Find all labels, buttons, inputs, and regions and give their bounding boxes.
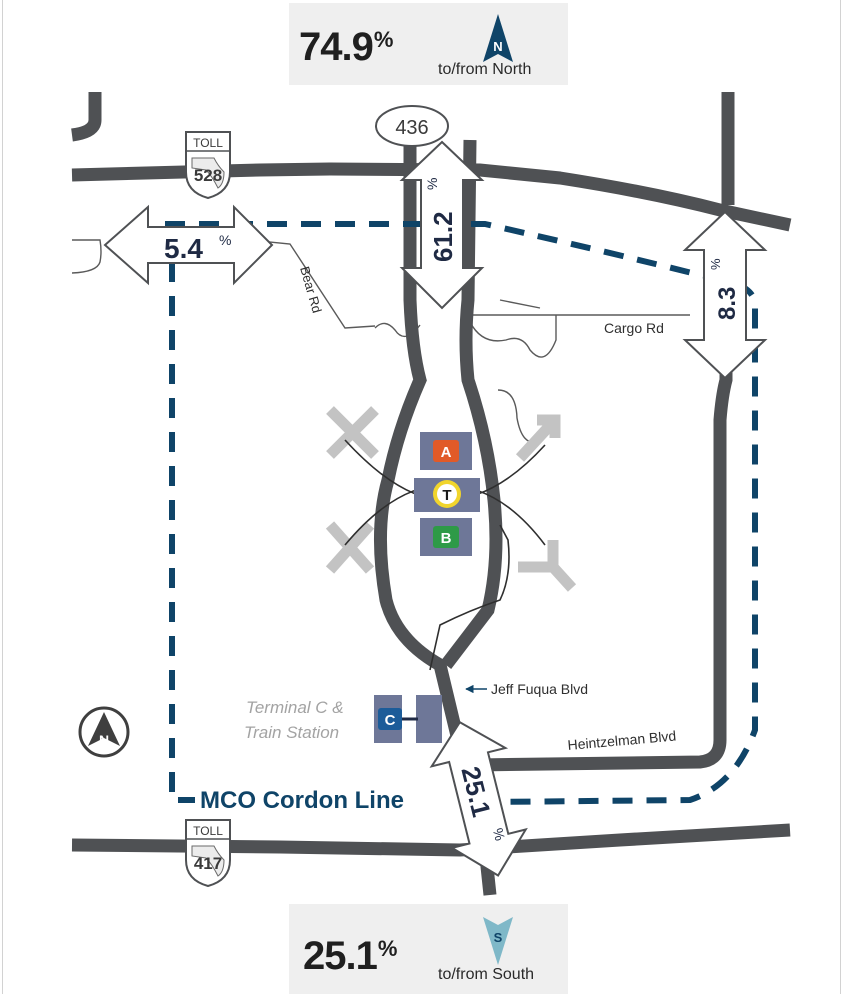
sr436-west-branch (374, 135, 465, 742)
flow-arrow-west: 5.4 % (103, 204, 274, 286)
sr417-number: 417 (194, 854, 222, 873)
runway-sw (325, 521, 375, 574)
heintzelman-label: Heintzelman Blvd (567, 728, 677, 753)
heintzelman-blvd (474, 228, 733, 772)
flow-east-percent-sign: % (708, 258, 723, 270)
terminal-b-letter: B (441, 530, 452, 547)
north-percent-sign: % (373, 27, 394, 52)
north-direction-label: to/from North (438, 61, 532, 78)
nw-road (70, 92, 102, 142)
north-percent: 74.9% (299, 25, 394, 69)
runways (325, 406, 577, 592)
flow-arrow-east: 8.3 % (682, 210, 768, 380)
frame-left-line (2, 0, 3, 994)
flow-north-percent-sign: % (424, 178, 440, 190)
sr417-expressway (71, 823, 791, 857)
frame-right-line (840, 0, 841, 994)
train-station-block (416, 695, 442, 743)
sr528-expressway (71, 162, 792, 232)
terminal-c-label-line1: Terminal C & (246, 698, 344, 717)
terminal-a-letter: A (441, 444, 452, 461)
sr417-toll-text: TOLL (193, 824, 223, 838)
south-percent-sign: % (377, 936, 398, 961)
flow-south-percent-sign: % (490, 826, 509, 842)
west-local-road (71, 239, 102, 274)
north-compass-icon: N (483, 14, 513, 62)
local-roads (71, 239, 690, 444)
sr436-shield: 436 (375, 105, 449, 147)
terminal-a-icon (433, 440, 459, 462)
sr528-toll-text: TOLL (193, 136, 223, 150)
terminal-buildings: A B T C (374, 432, 480, 743)
east-terminal-road (497, 389, 539, 444)
south-compass-letter: S (494, 930, 503, 945)
north-compass-letter: N (493, 39, 502, 54)
loop-terminal-c (429, 524, 510, 671)
runway-se (518, 540, 577, 592)
jeff-fuqua-label: Jeff Fuqua Blvd (491, 681, 588, 697)
cordon-line-west (169, 228, 195, 803)
terminal-b-icon (433, 526, 459, 548)
terminal-c-label-line2: Train Station (244, 723, 339, 742)
flow-west-percent-sign: % (219, 232, 231, 248)
sr417-shield: TOLL 417 (185, 819, 231, 888)
sr528-number: 528 (194, 166, 222, 185)
south-direction-label: to/from South (438, 966, 535, 983)
terminal-c-icon (378, 708, 402, 730)
cordon-line-label: MCO Cordon Line (200, 787, 404, 814)
cargo-rd-loop (469, 315, 557, 358)
flow-north-value: 61.2 (428, 211, 458, 262)
sr436-east-branch (440, 139, 503, 669)
south-percent: 25.1% (303, 934, 398, 978)
map-north-letter: N (99, 732, 109, 748)
sr528-shield: TOLL 528 (185, 131, 231, 200)
cargo-rd-label: Cargo Rd (604, 320, 664, 336)
flow-west-value: 5.4 (164, 233, 203, 264)
tram-letter: T (442, 487, 451, 504)
south-compass-icon: S (483, 917, 513, 965)
runway-ne (515, 414, 561, 462)
runway-nw (326, 406, 379, 459)
cargo-rd-spur (499, 299, 541, 309)
north-stat-box: 74.9% N to/from North (289, 3, 568, 85)
terminal-c-letter: C (385, 712, 396, 729)
map-north-arrow: N (78, 706, 130, 758)
flow-east-value: 8.3 (714, 287, 741, 320)
sr436-number: 436 (395, 117, 428, 139)
south-stat-box: 25.1% S to/from South (289, 904, 568, 994)
flow-arrow-north: 61.2 % (399, 140, 485, 310)
flow-arrow-south: 25.1 % (429, 720, 528, 877)
cordon-line (165, 221, 758, 805)
